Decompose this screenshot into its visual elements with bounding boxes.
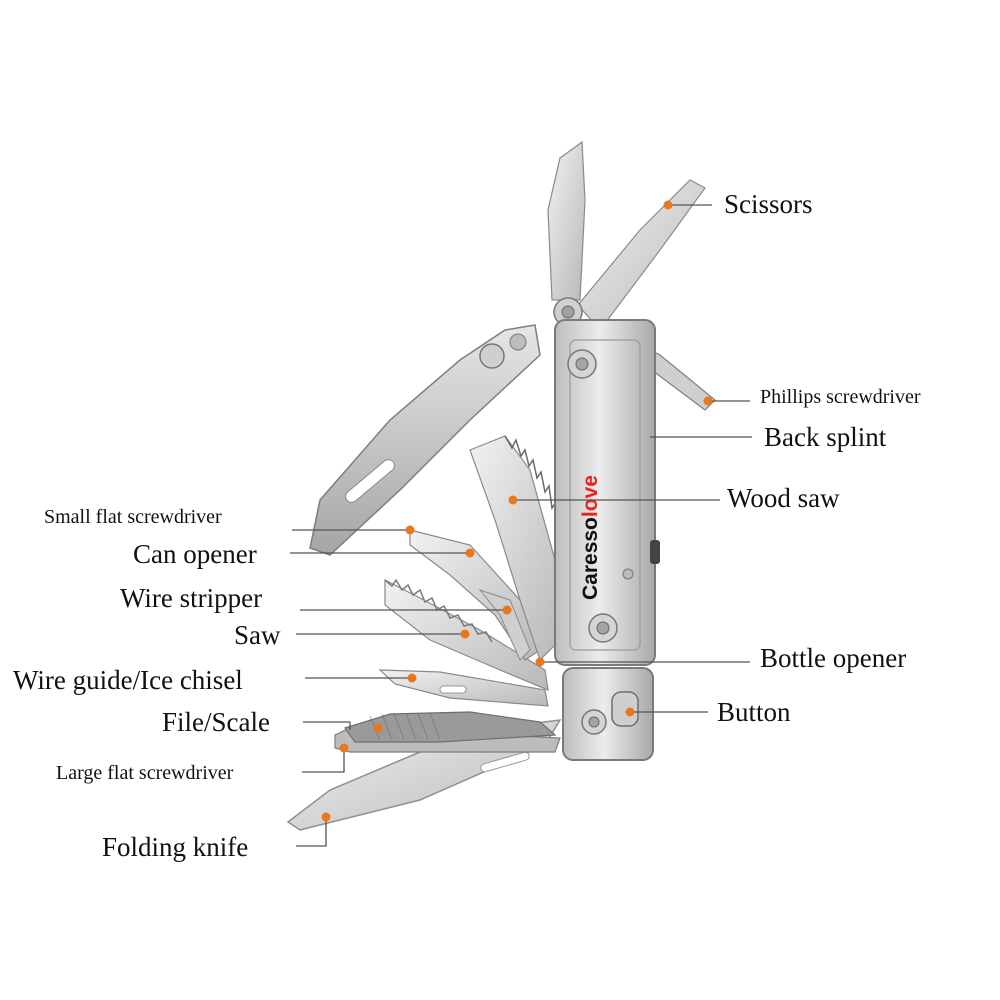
handle-small-pin xyxy=(622,568,634,580)
label-folding-knife: Folding knife xyxy=(102,832,248,862)
marker-can-opener xyxy=(465,548,475,558)
marker-scissors xyxy=(663,200,673,210)
marker-bottle-opener xyxy=(535,657,545,667)
handle-end-block xyxy=(562,667,654,761)
knife-thumb-slot xyxy=(480,751,530,773)
brand-part1: Caresso xyxy=(579,517,602,600)
lever-pivot xyxy=(479,343,505,369)
marker-saw xyxy=(460,629,470,639)
label-back-splint: Back splint xyxy=(764,422,887,452)
label-saw: Saw xyxy=(234,620,281,650)
scissors-lever xyxy=(309,324,541,556)
marker-button xyxy=(625,707,635,717)
file-scale-blade xyxy=(344,711,557,743)
marker-large-flat xyxy=(339,743,349,753)
label-file-scale: File/Scale xyxy=(162,707,270,737)
label-wire-stripper: Wire stripper xyxy=(120,583,262,613)
labels: Scissors Phillips screwdriver Back splin… xyxy=(13,189,921,862)
marker-wire-stripper xyxy=(502,605,512,615)
marker-wire-guide xyxy=(407,673,417,683)
label-scissors: Scissors xyxy=(724,189,813,219)
tool-illustration: Caressolove xyxy=(286,140,716,831)
label-button: Button xyxy=(717,697,791,727)
brand-logo: Caressolove xyxy=(579,475,602,600)
marker-phillips xyxy=(703,396,713,406)
scissors-blade-right xyxy=(577,179,706,331)
handle-inner xyxy=(569,339,641,651)
handle-side-catch xyxy=(650,540,660,564)
saw-teeth xyxy=(384,578,493,643)
marker-file xyxy=(373,723,383,733)
label-large-flat-screwdriver: Large flat screwdriver xyxy=(56,762,234,784)
label-bottle-opener: Bottle opener xyxy=(760,643,906,673)
label-can-opener: Can opener xyxy=(133,539,257,569)
marker-wood-saw xyxy=(508,495,518,505)
marker-folding-knife xyxy=(321,812,331,822)
lever-slot xyxy=(345,459,395,503)
label-wire-guide-ice-chisel: Wire guide/Ice chisel xyxy=(13,665,243,695)
lock-button xyxy=(611,691,639,727)
label-phillips-screwdriver: Phillips screwdriver xyxy=(760,386,921,408)
label-wood-saw: Wood saw xyxy=(727,483,840,513)
callouts xyxy=(290,200,752,847)
scissors-blade-left xyxy=(547,140,586,301)
brand-part2: love xyxy=(579,475,602,517)
wire-guide-slot xyxy=(439,685,467,694)
label-small-flat-screwdriver: Small flat screwdriver xyxy=(44,506,222,528)
svg-text:Caressolove: Caressolove xyxy=(579,475,602,600)
wire-stripper-blade xyxy=(478,588,531,661)
wood-saw-teeth xyxy=(504,435,559,525)
marker-small-flat xyxy=(405,525,415,535)
